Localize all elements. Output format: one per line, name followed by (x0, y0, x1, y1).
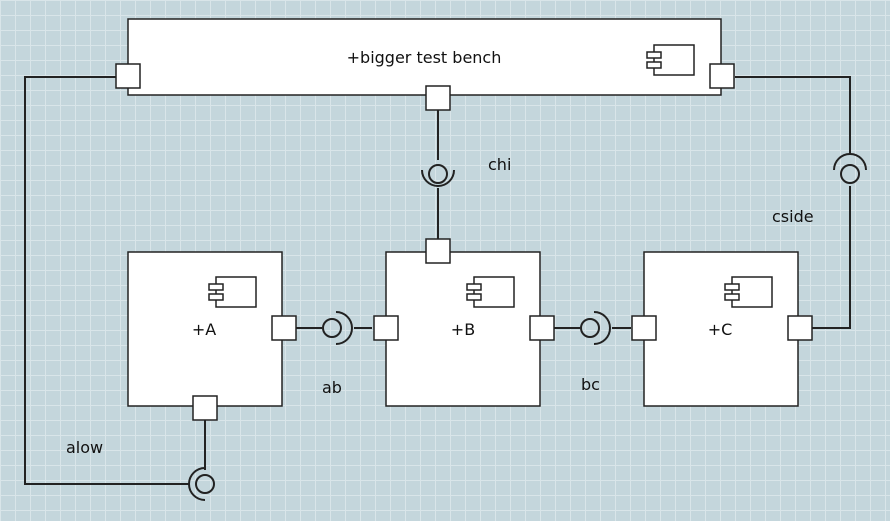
bench-port-left[interactable] (115, 63, 141, 89)
connector-cside-symbol[interactable] (833, 153, 867, 184)
component-b-port-left[interactable] (373, 315, 399, 341)
component-b-label: +B (450, 320, 476, 339)
component-c-icon (724, 276, 773, 308)
component-a-icon (208, 276, 257, 308)
connector-cside-line-bottom[interactable] (812, 186, 851, 329)
component-a-port-bottom[interactable] (192, 395, 218, 421)
connector-cside-label: cside (772, 207, 814, 226)
connector-chi-label: chi (488, 155, 512, 174)
bench-port-right[interactable] (709, 63, 735, 89)
connector-alow-symbol[interactable] (188, 467, 215, 501)
bench-component-icon (646, 44, 695, 76)
connector-alow-label: alow (66, 438, 104, 457)
connector-bc-label: bc (581, 375, 600, 394)
component-c-label: +C (707, 320, 733, 339)
component-b-port-right[interactable] (529, 315, 555, 341)
component-a-label: +A (191, 320, 217, 339)
bench-port-bottom[interactable] (425, 85, 451, 111)
component-a-port-right[interactable] (271, 315, 297, 341)
component-c-port-left[interactable] (631, 315, 657, 341)
connector-alow-line[interactable] (24, 76, 190, 485)
bench-label: +bigger test bench (346, 48, 502, 67)
component-b-port-top[interactable] (425, 238, 451, 264)
connector-ab-symbol[interactable] (322, 311, 353, 345)
component-b-icon (466, 276, 515, 308)
connector-bc-symbol[interactable] (580, 311, 611, 345)
connector-cside-line-top[interactable] (735, 76, 851, 155)
component-c-port-right[interactable] (787, 315, 813, 341)
connector-chi-symbol[interactable] (421, 164, 455, 187)
bench-box[interactable] (127, 18, 722, 96)
connector-ab-label: ab (322, 378, 342, 397)
